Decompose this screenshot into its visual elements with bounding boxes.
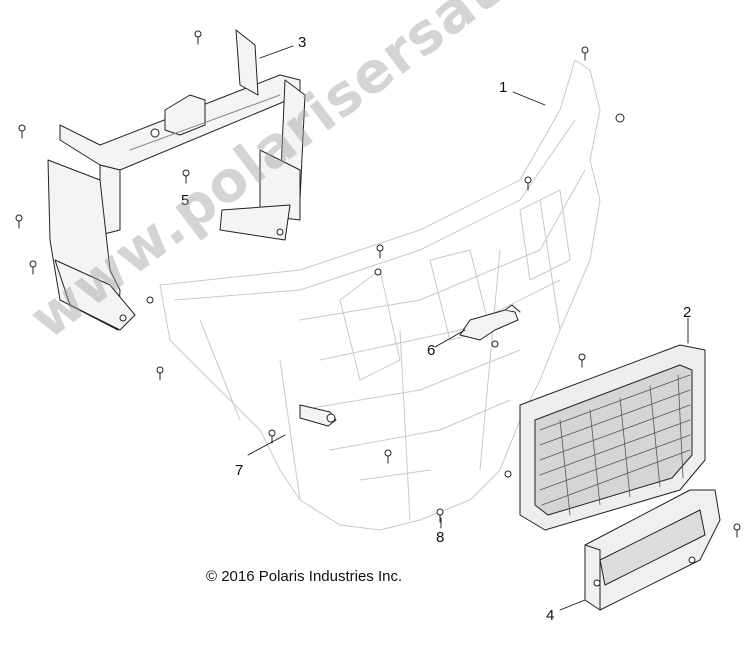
copyright-text: © 2016 Polaris Industries Inc.	[206, 568, 403, 585]
callout-2: 2	[683, 304, 692, 321]
screw-icon	[733, 523, 741, 538]
callout-4: 4	[546, 607, 555, 624]
screw-icon	[504, 470, 512, 478]
screw-icon	[524, 176, 532, 191]
screw-icon	[15, 214, 23, 229]
screw-icon	[29, 260, 37, 275]
part-7-rivet	[299, 404, 337, 427]
leader-lines	[247, 45, 689, 611]
callout-6: 6	[427, 342, 436, 359]
screw-icon	[146, 296, 154, 304]
part-3-upper-shroud	[47, 29, 306, 331]
part-2-grille	[519, 344, 706, 531]
callout-7: 7	[235, 462, 244, 479]
screw-icon	[156, 366, 164, 381]
fasteners	[15, 30, 741, 538]
part-4-lower-trim	[584, 489, 721, 611]
screw-icon	[615, 113, 625, 123]
screw-icon	[581, 46, 589, 61]
screw-icon	[194, 30, 202, 45]
screw-icon	[18, 124, 26, 139]
screw-icon	[384, 449, 392, 464]
part-6-bracket	[459, 304, 521, 341]
callout-8: 8	[436, 529, 445, 546]
screw-icon	[182, 169, 190, 184]
screw-icon	[436, 508, 444, 523]
callout-5: 5	[181, 192, 190, 209]
screw-icon	[491, 340, 499, 348]
callout-1: 1	[499, 79, 508, 96]
screw-icon	[578, 353, 586, 368]
callout-3: 3	[298, 34, 307, 51]
screw-icon	[374, 268, 382, 276]
screw-icon	[376, 244, 384, 259]
